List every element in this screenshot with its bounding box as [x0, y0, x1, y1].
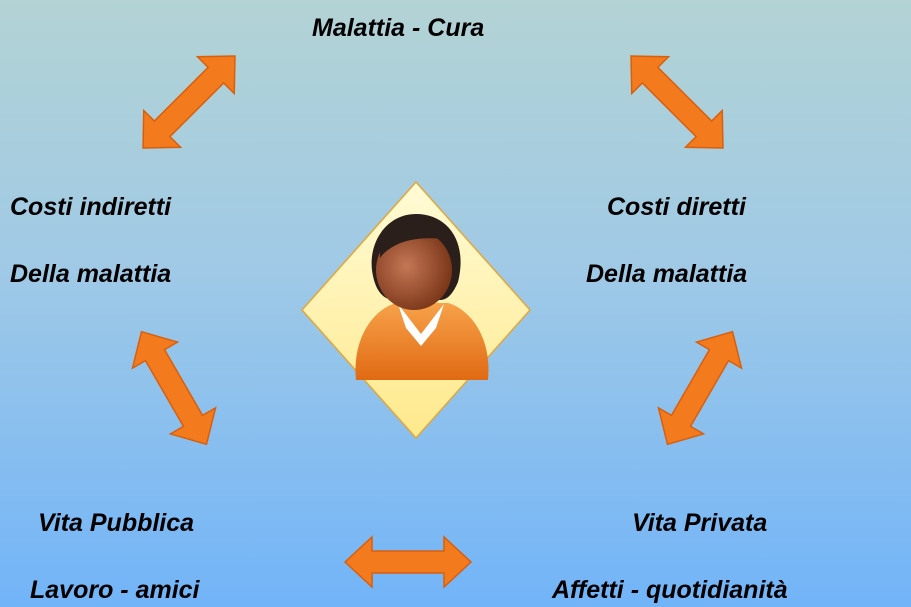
label-costi-diretti: Costi diretti — [607, 193, 746, 221]
double-arrow-icon — [131, 330, 217, 446]
arrow-top-left — [142, 55, 236, 149]
double-arrow-icon — [657, 330, 743, 446]
label-vita-pubblica: Vita Pubblica — [38, 509, 195, 537]
arrow-mid-left — [131, 330, 217, 446]
label-malattia-cura: Malattia - Cura — [312, 14, 485, 42]
label-vita-privata: Vita Privata — [632, 509, 768, 537]
double-arrow-icon — [630, 55, 724, 149]
arrow-mid-right — [657, 330, 743, 446]
label-della-malattia-right: Della malattia — [586, 260, 748, 288]
double-arrow-icon — [343, 535, 473, 589]
label-lavoro-amici: Lavoro - amici — [30, 576, 200, 604]
arrow-bottom — [343, 535, 473, 589]
label-della-malattia-left: Della malattia — [10, 260, 172, 288]
double-arrow-icon — [142, 55, 236, 149]
arrow-top-right — [630, 55, 724, 149]
label-costi-indiretti: Costi indiretti — [10, 193, 172, 221]
person-icon — [355, 214, 490, 380]
label-affetti-quotidianita: Affetti - quotidianità — [552, 576, 788, 604]
